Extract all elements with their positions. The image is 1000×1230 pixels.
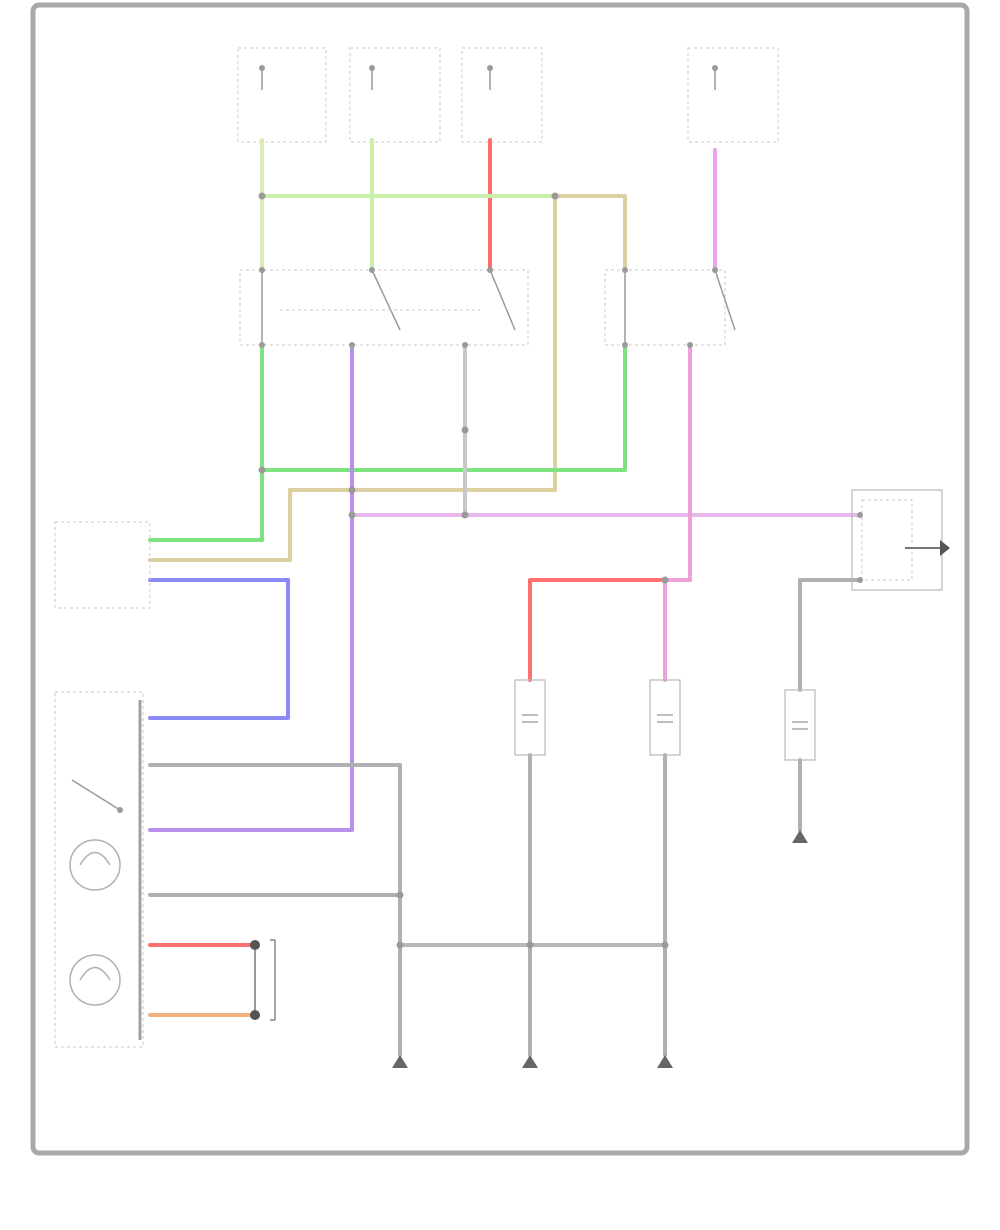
indicator-lamp-icon bbox=[69, 839, 121, 891]
fuse-group-b bbox=[349, 47, 441, 143]
junctions bbox=[258, 192, 669, 949]
hvac-control-unit bbox=[54, 521, 151, 609]
diagram-frame bbox=[30, 2, 970, 1156]
fuse-group-d bbox=[687, 47, 779, 143]
ground-2 bbox=[522, 1055, 538, 1068]
wire-gray-condenser bbox=[798, 578, 862, 692]
condenser bbox=[851, 489, 950, 591]
left-mirror-defogger bbox=[514, 679, 546, 756]
wire-red-left-mirror bbox=[528, 578, 667, 682]
fuse-group-a bbox=[237, 47, 327, 143]
wire-blue-hvac-switch bbox=[148, 578, 290, 720]
ground-icon bbox=[392, 1055, 408, 1068]
rear-defogger-switch bbox=[54, 691, 144, 1048]
illumination-lamp-icon bbox=[69, 954, 121, 1006]
wire-pink-mirror bbox=[663, 343, 692, 682]
rear-window-defogger bbox=[784, 689, 816, 761]
ground-icon bbox=[522, 1055, 538, 1068]
ground-1 bbox=[392, 1055, 408, 1068]
fuse-c-terminal bbox=[487, 65, 493, 71]
wire-green-to-hvac bbox=[148, 468, 264, 542]
ground-icon bbox=[792, 830, 808, 843]
right-mirror-defogger bbox=[649, 679, 681, 756]
wire-tan-vertical bbox=[148, 194, 557, 562]
wire-top-bus-right bbox=[553, 194, 627, 272]
ground-4 bbox=[792, 830, 808, 843]
fuse-group-c bbox=[461, 47, 543, 143]
rear-defogger-relay bbox=[239, 267, 529, 348]
fuse-a-terminal bbox=[259, 65, 265, 71]
ground-icon bbox=[657, 1055, 673, 1068]
fuse-d-terminal bbox=[712, 65, 718, 71]
antenna-connector bbox=[250, 939, 276, 1021]
wire-green-loop bbox=[260, 343, 627, 472]
fuse-b-terminal bbox=[369, 65, 375, 71]
wire-gray-switch-ground bbox=[148, 763, 402, 1057]
door-mirror-defogger-relay bbox=[604, 267, 736, 348]
wire-violet-switch bbox=[148, 343, 354, 832]
ground-3 bbox=[657, 1055, 673, 1068]
